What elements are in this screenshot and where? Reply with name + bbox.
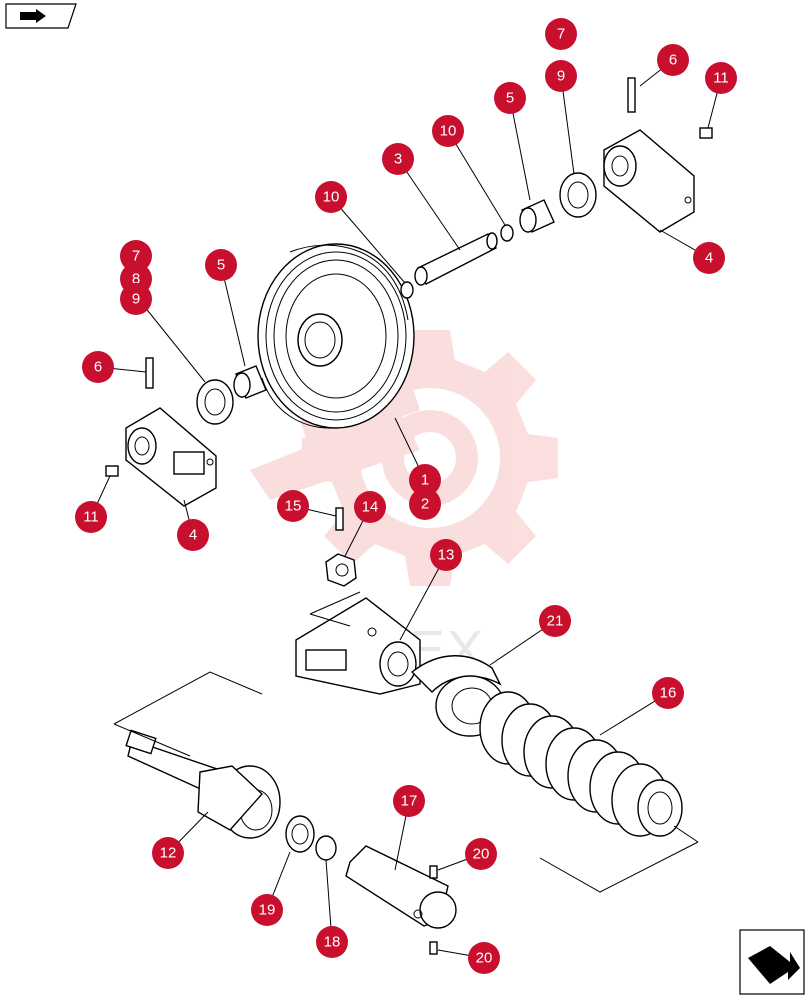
callout-10-lower[interactable]: 10 (315, 181, 347, 213)
svg-text:2: 2 (421, 496, 429, 513)
back-arrow-icon[interactable] (5, 3, 77, 29)
svg-text:11: 11 (713, 70, 729, 87)
callout-11-left[interactable]: 11 (75, 501, 107, 533)
svg-text:21: 21 (547, 613, 564, 630)
callout-13[interactable]: 13 (430, 539, 462, 571)
svg-text:19: 19 (259, 902, 276, 919)
svg-text:18: 18 (324, 934, 341, 951)
callout-6-top[interactable]: 6 (657, 44, 689, 76)
svg-text:11: 11 (83, 509, 99, 526)
callout-20-upper[interactable]: 20 (465, 838, 497, 870)
pin-left (145, 357, 154, 389)
svg-text:6: 6 (94, 359, 102, 376)
plug-left (105, 465, 119, 477)
svg-text:13: 13 (438, 547, 455, 564)
callout-15[interactable]: 15 (277, 490, 309, 522)
roll-pin (335, 507, 344, 531)
yoke (295, 597, 421, 695)
callout-7-top[interactable]: 7 (545, 18, 577, 50)
callout-6-left[interactable]: 6 (82, 351, 114, 383)
callout-7-left[interactable]: 7 (120, 240, 152, 272)
callout-21[interactable]: 21 (539, 605, 571, 637)
leader-lines (90, 59, 722, 959)
pin-top (627, 77, 636, 113)
callout-20-lower[interactable]: 20 (468, 942, 500, 974)
seal-ring-top (559, 172, 597, 218)
svg-text:1: 1 (421, 472, 429, 489)
callout-3[interactable]: 3 (382, 143, 414, 175)
svg-text:12: 12 (160, 845, 177, 862)
svg-text:20: 20 (476, 950, 493, 967)
bushing-top (519, 199, 555, 233)
seal-ring-left (196, 379, 234, 425)
bushing-left (233, 365, 267, 399)
svg-text:9: 9 (557, 68, 565, 85)
svg-text:6: 6 (669, 52, 677, 69)
svg-text:9: 9 (132, 291, 140, 308)
fitting-upper (429, 865, 438, 879)
callout-9-left[interactable]: 9 (120, 283, 152, 315)
svg-text:10: 10 (440, 123, 457, 140)
svg-text:8: 8 (132, 271, 140, 288)
callout-1[interactable]: 1 (409, 464, 441, 496)
fitting-lower (429, 941, 438, 955)
callout-5-top[interactable]: 5 (494, 82, 526, 114)
svg-text:14: 14 (362, 499, 379, 516)
callout-10-upper[interactable]: 10 (432, 115, 464, 147)
svg-text:5: 5 (506, 90, 514, 107)
idler-shaft (414, 232, 498, 286)
bracket-left (125, 407, 217, 507)
callout-2[interactable]: 2 (409, 488, 441, 520)
next-page-icon[interactable] (739, 929, 805, 995)
idler-wheel (257, 243, 415, 429)
piston-pin (345, 845, 457, 929)
svg-text:3: 3 (394, 151, 402, 168)
bracket-top (603, 129, 695, 233)
svg-text:16: 16 (660, 685, 677, 702)
callout-18[interactable]: 18 (316, 926, 348, 958)
svg-text:10: 10 (323, 189, 340, 206)
callout-9-top[interactable]: 9 (545, 60, 577, 92)
callout-4-left[interactable]: 4 (177, 519, 209, 551)
callout-5-left[interactable]: 5 (205, 249, 237, 281)
callout-17[interactable]: 17 (393, 785, 425, 817)
plug-top (699, 127, 713, 139)
svg-text:17: 17 (401, 793, 418, 810)
tension-rod (125, 729, 281, 839)
svg-text:7: 7 (132, 248, 140, 265)
callout-4-top[interactable]: 4 (693, 242, 725, 274)
o-ring-lower (400, 281, 414, 299)
o-ring-upper (500, 224, 514, 242)
svg-text:4: 4 (189, 527, 197, 544)
recoil-spring (479, 691, 683, 837)
hex-nut (325, 553, 357, 587)
callout-11-top[interactable]: 11 (705, 62, 737, 94)
svg-text:20: 20 (473, 846, 490, 863)
washer (285, 815, 315, 853)
assembly-lines (113, 591, 699, 893)
svg-text:4: 4 (705, 250, 713, 267)
o-ring-18 (315, 835, 337, 861)
svg-text:5: 5 (217, 257, 225, 274)
callout-16[interactable]: 16 (652, 677, 684, 709)
callout-19[interactable]: 19 (251, 894, 283, 926)
svg-text:15: 15 (285, 498, 302, 515)
callout-14[interactable]: 14 (354, 491, 386, 523)
callout-12[interactable]: 12 (152, 837, 184, 869)
svg-text:7: 7 (557, 26, 565, 43)
